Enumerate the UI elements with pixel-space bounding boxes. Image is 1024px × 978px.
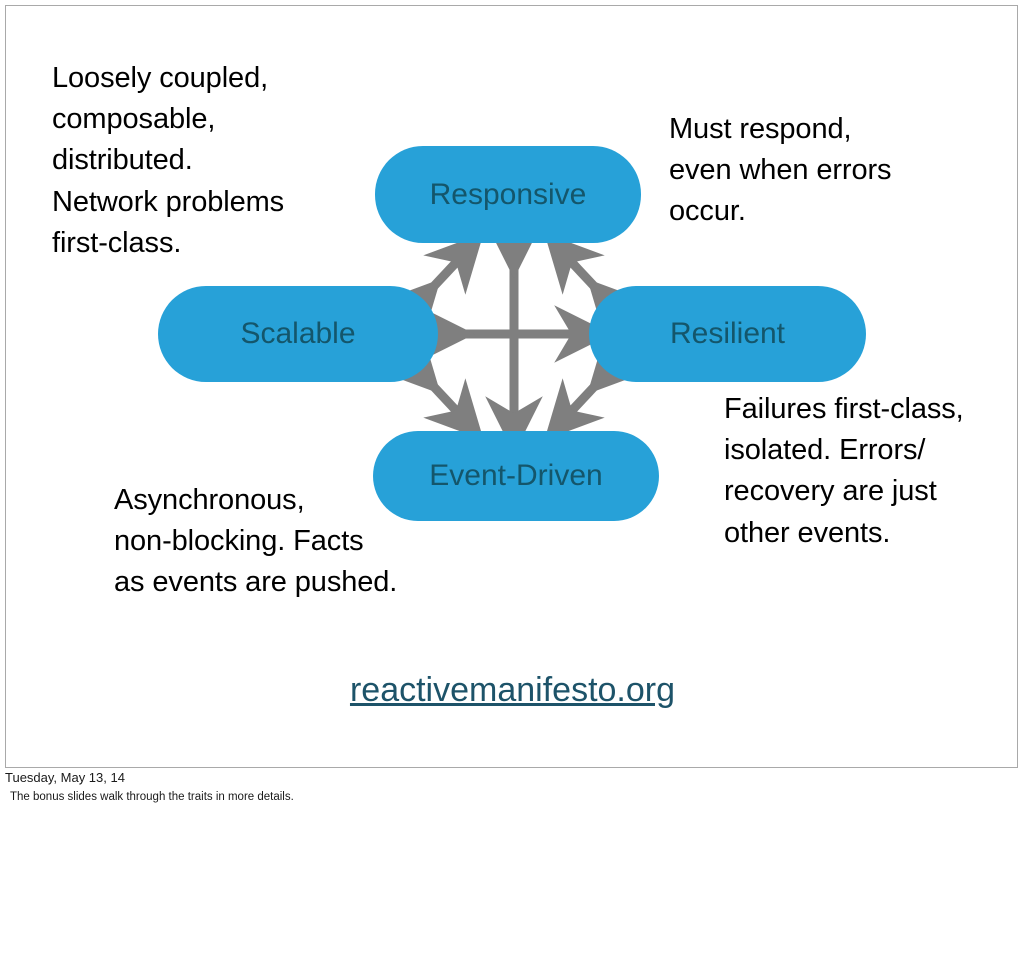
- arrow-eventdriven-resilient: [544, 332, 648, 441]
- annotation-event-driven: Asynchronous, non-blocking. Facts as eve…: [114, 484, 398, 599]
- reactive-manifesto-link[interactable]: reactivemanifesto.org: [349, 671, 676, 709]
- trait-node-responsive[interactable]: Responsive: [375, 146, 641, 243]
- arrow-eventdriven-scalable: [380, 332, 484, 441]
- annotation-scalable: Loosely coupled, composable, distributed…: [52, 62, 285, 259]
- footer-speaker-note: The bonus slides walk through the traits…: [10, 791, 294, 803]
- connector-arrows: [380, 221, 648, 454]
- footer-date: Tuesday, May 13, 14: [5, 770, 125, 785]
- slide-canvas: Loosely coupled, composable, distributed…: [5, 5, 1018, 768]
- reactive-traits-diagram: Responsive Scalable Resilient Event-Driv…: [6, 6, 1019, 769]
- trait-node-resilient[interactable]: Resilient: [589, 286, 866, 382]
- arrow-responsive-scalable: [380, 232, 484, 341]
- annotation-resilient: Failures first-class, isolated. Errors/ …: [724, 393, 964, 549]
- arrow-responsive-resilient: [544, 232, 648, 341]
- trait-node-event-driven[interactable]: Event-Driven: [373, 431, 659, 521]
- trait-node-scalable[interactable]: Scalable: [158, 286, 438, 382]
- annotation-responsive: Must respond, even when errors occur.: [669, 113, 892, 228]
